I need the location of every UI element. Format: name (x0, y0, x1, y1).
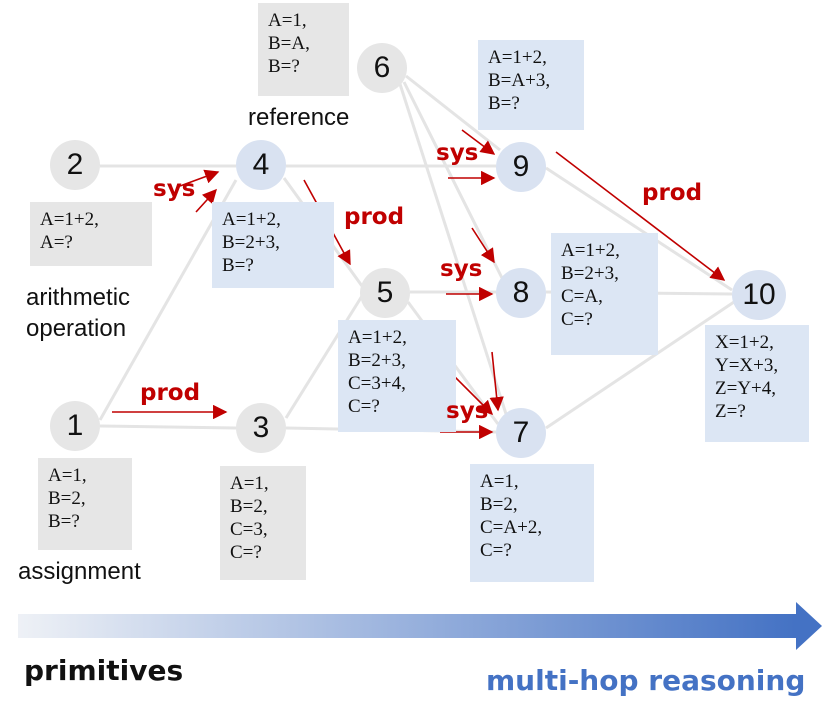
box-line: B=? (48, 511, 80, 532)
box-6: A=1,B=A,B=? (258, 3, 349, 96)
node-3: 3 (236, 403, 286, 453)
footer-primitives: primitives (24, 654, 184, 687)
edge-9-10 (545, 166, 733, 292)
box-9: A=1+2,B=A+3,B=? (478, 40, 584, 130)
box-line: A=? (40, 232, 73, 253)
edge-1-3 (99, 424, 237, 430)
edge-label-prod: prod (642, 180, 703, 206)
box-5: A=1+2,B=2+3,C=3+4,C=? (338, 320, 456, 432)
box-line: C=A, (561, 286, 603, 307)
label-operation: operation (26, 315, 127, 342)
edge-3-5 (284, 295, 364, 419)
box-line: A=1, (480, 471, 519, 492)
edge-label-sys: sys (153, 176, 196, 202)
box-line: C=? (561, 309, 593, 330)
box-line: B=? (488, 93, 520, 114)
edge-label-sys: sys (440, 256, 483, 282)
edge-label-prod: prod (140, 380, 201, 406)
box-line: B=? (222, 255, 254, 276)
box-8: A=1+2,B=2+3,C=A,C=? (551, 233, 658, 355)
arrow-sys-4a (179, 169, 220, 187)
arrow-prod-10 (555, 151, 726, 281)
box-line: B=2, (230, 496, 268, 517)
arrow-sys-9a (461, 129, 496, 155)
node-1: 1 (50, 401, 100, 451)
box-10: X=1+2,Y=X+3,Z=Y+4,Z=? (705, 325, 809, 442)
box-line: X=1+2, (715, 332, 774, 353)
box-line: B=A+3, (488, 70, 551, 91)
edge-label-sys: sys (436, 140, 479, 166)
box-7: A=1,B=2,C=A+2,C=? (470, 464, 594, 582)
box-line: B=? (268, 56, 300, 77)
box-line: Z=Y+4, (715, 378, 777, 399)
box-line: B=2+3, (222, 232, 280, 253)
box-line: B=2+3, (561, 263, 619, 284)
box-2: A=1+2,A=? (30, 202, 152, 266)
node-9: 9 (496, 142, 546, 192)
progress-arrow-shaft (18, 614, 796, 638)
node-8: 8 (496, 268, 546, 318)
box-line: A=1+2, (488, 47, 547, 68)
box-line: A=1, (230, 473, 269, 494)
node-4: 4 (236, 140, 286, 190)
box-line: C=? (480, 540, 512, 561)
box-line: C=3, (230, 519, 268, 540)
box-line: A=1, (268, 10, 307, 31)
edge-7-10 (545, 300, 735, 430)
label-assignment: assignment (18, 558, 141, 585)
node-10: 10 (732, 270, 786, 320)
edge-6-8 (402, 81, 504, 279)
arrow-sys-4b (195, 188, 217, 213)
box-line: C=? (230, 542, 262, 563)
label-reference: reference (248, 104, 350, 131)
arrow-sys-7b (449, 371, 494, 416)
box-line: A=1+2, (561, 240, 620, 261)
node-7: 7 (496, 408, 546, 458)
box-line: B=2+3, (348, 350, 406, 371)
box-line: Z=? (715, 401, 746, 422)
box-line: B=2, (48, 488, 86, 509)
footer-multi-hop-reasoning: multi-hop reasoning (486, 664, 806, 697)
box-line: C=? (348, 396, 380, 417)
box-4: A=1+2,B=2+3,B=? (212, 202, 334, 288)
arrow-sys-8a (471, 227, 495, 264)
box-line: B=2, (480, 494, 518, 515)
box-line: Y=X+3, (715, 355, 779, 376)
box-line: A=1+2, (222, 209, 281, 230)
progress-arrow-head (796, 602, 822, 650)
edge-6-9 (405, 74, 501, 152)
box-line: A=1+2, (348, 327, 407, 348)
edge-label-sys: sys (446, 398, 489, 424)
node-6: 6 (357, 43, 407, 93)
arrow-sys-7a (489, 351, 504, 412)
label-arithmetic: arithmetic (26, 284, 131, 311)
edge-label-prod: prod (344, 204, 405, 230)
node-5: 5 (360, 268, 410, 318)
node-2: 2 (50, 140, 100, 190)
box-1: A=1,B=2,B=? (38, 458, 132, 550)
box-line: C=A+2, (480, 517, 543, 538)
edge-6-7 (398, 83, 508, 415)
box-line: C=3+4, (348, 373, 406, 394)
box-line: A=1+2, (40, 209, 99, 230)
box-line: B=A, (268, 33, 310, 54)
box-line: A=1, (48, 465, 87, 486)
box-3: A=1,B=2,C=3,C=? (220, 466, 306, 580)
